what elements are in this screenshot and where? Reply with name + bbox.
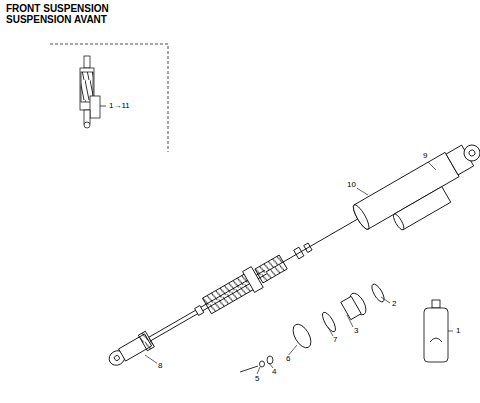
callout-number: 8 [157,362,163,370]
leader-lines [145,162,453,374]
seal-rings [240,282,386,372]
callout-number: 9 [422,152,428,160]
inset-frame [50,44,168,152]
callout-number: 3 [353,327,359,335]
callout-number: 10 [346,181,357,189]
oil-bottle [424,300,448,362]
callout-number: 4 [271,368,277,376]
inset-shock [80,56,106,128]
callout-number: 2 [391,300,397,308]
callout-number: 5 [254,375,260,383]
callout-number: 6 [285,355,291,363]
diagram-subtitle: SUSPENSION AVANT [6,15,107,25]
shock-absorber [103,137,480,390]
callout-number: 7 [332,336,338,344]
callout-range: 1→11 [108,102,131,110]
callout-number: 1 [455,327,461,335]
diagram-title: FRONT SUSPENSION [6,4,109,14]
